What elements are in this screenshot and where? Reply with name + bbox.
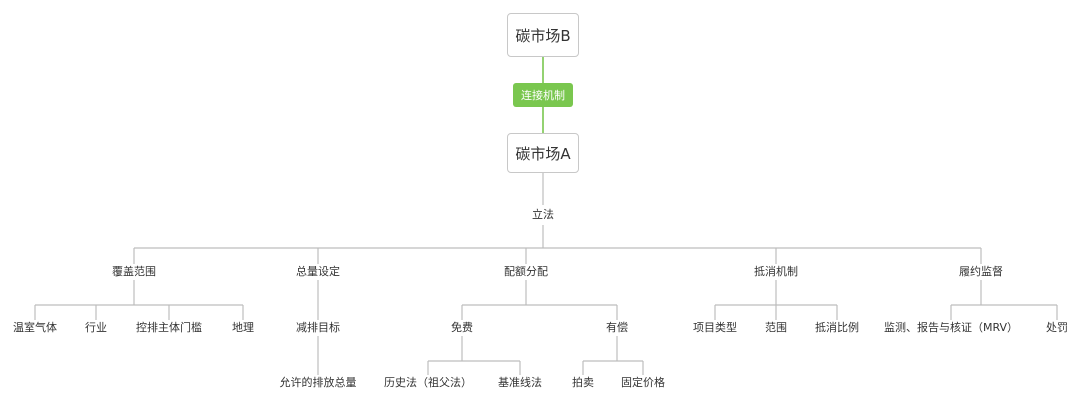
market-a-node: 碳市场A	[507, 133, 579, 173]
cap-allowed-emissions-node: 允许的排放总量	[276, 376, 360, 390]
offset-scope-node: 范围	[762, 321, 790, 335]
compliance-node: 履约监督	[956, 265, 1006, 279]
cap-target-node: 减排目标	[293, 321, 343, 335]
link-mechanism-tag: 连接机制	[513, 83, 573, 107]
allocation-paid-node: 有偿	[603, 321, 631, 335]
link-mechanism-label: 连接机制	[521, 89, 565, 102]
paid-auction-node: 拍卖	[569, 376, 597, 390]
offset-node: 抵消机制	[751, 265, 801, 279]
coverage-threshold-node: 控排主体门槛	[133, 321, 205, 335]
compliance-penalty-node: 处罚	[1043, 321, 1071, 335]
market-b-node: 碳市场B	[507, 13, 579, 57]
free-benchmark-node: 基准线法	[495, 376, 545, 390]
allocation-node: 配额分配	[501, 265, 551, 279]
cap-setting-node: 总量设定	[293, 265, 343, 279]
paid-fixed-price-node: 固定价格	[618, 376, 668, 390]
coverage-geography-node: 地理	[229, 321, 257, 335]
coverage-industry-node: 行业	[82, 321, 110, 335]
coverage-node: 覆盖范围	[109, 265, 159, 279]
law-node: 立法	[529, 208, 557, 222]
offset-project-type-node: 项目类型	[690, 321, 740, 335]
market-a-label: 碳市场A	[515, 144, 571, 163]
compliance-mrv-node: 监测、报告与核证（MRV）	[880, 321, 1022, 335]
free-grandfathering-node: 历史法（祖父法）	[381, 376, 475, 390]
offset-ratio-node: 抵消比例	[812, 321, 862, 335]
coverage-ghg-node: 温室气体	[10, 321, 60, 335]
market-b-label: 碳市场B	[515, 26, 571, 45]
allocation-free-node: 免费	[448, 321, 476, 335]
